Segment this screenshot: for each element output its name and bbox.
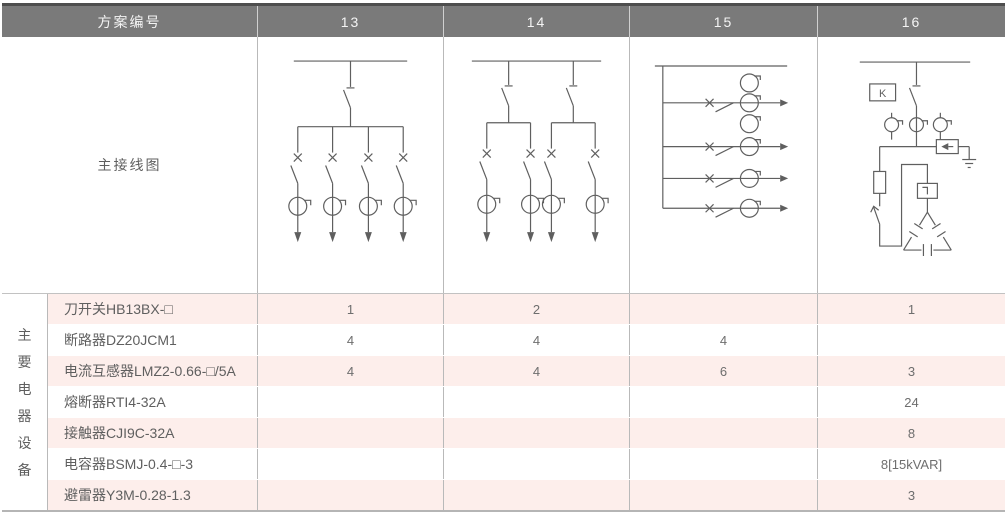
value-cell xyxy=(818,325,1005,355)
value-cell xyxy=(444,449,630,479)
feeder-branch xyxy=(477,122,501,243)
value-cell: 24 xyxy=(904,394,919,410)
wiring-diagram-scheme-13 xyxy=(258,37,444,293)
relay-k-box xyxy=(869,83,897,102)
table-row-contactor: 接触器CJI9C-32A 8 xyxy=(48,418,1005,449)
equipment-group-label: 主 要 电 器 设 备 xyxy=(2,294,48,510)
equipment-name: 熔断器RTI4-32A xyxy=(48,387,258,417)
value-cell xyxy=(630,294,818,324)
value-cell xyxy=(630,387,818,417)
fuse-symbol xyxy=(873,170,887,194)
wiring-diagram-scheme-16: K xyxy=(818,37,1005,293)
table-row-circuit-breaker: 断路器DZ20JCM1 4 4 4 xyxy=(48,325,1005,356)
value-cell: 2 xyxy=(444,294,630,324)
table-header-row: 方案编号 13 14 15 16 xyxy=(2,3,1005,37)
value-cell: 4 xyxy=(444,325,630,355)
feeder-branch xyxy=(662,198,789,218)
value-cell xyxy=(258,480,444,510)
delta-capacitor-bank xyxy=(903,211,952,257)
feeder-branch xyxy=(288,126,312,243)
equipment-name: 电流互感器LMZ2-0.66-□/5A xyxy=(48,356,258,386)
group-char: 器 xyxy=(17,407,32,424)
value-cell: 4 xyxy=(444,356,630,386)
wiring-diagram-scheme-14 xyxy=(444,37,630,293)
value-cell xyxy=(630,449,818,479)
value-cell xyxy=(258,449,444,479)
incoming-switch xyxy=(501,61,513,123)
value-cell xyxy=(630,480,818,510)
equipment-name: 断路器DZ20JCM1 xyxy=(48,325,258,355)
value-cell: 4 xyxy=(630,325,818,355)
header-scheme-14: 14 xyxy=(444,6,630,37)
value-cell xyxy=(258,418,444,448)
group-char: 备 xyxy=(17,461,32,478)
value-cell: 3 xyxy=(907,487,916,503)
scheme-comparison-table: 方案编号 13 14 15 16 主接线图 xyxy=(2,3,1005,512)
feeder-branch xyxy=(662,168,789,188)
value-cell xyxy=(258,387,444,417)
diagram-row-label: 主接线图 xyxy=(2,37,258,293)
value-cell xyxy=(444,387,630,417)
feeder-branch xyxy=(520,122,545,243)
equipment-name: 避雷器Y3M-0.28-1.3 xyxy=(48,480,258,510)
feeder-branch xyxy=(393,126,417,243)
value-cell xyxy=(444,418,630,448)
group-char: 主 xyxy=(17,326,32,343)
table-row-surge-arrester: 避雷器Y3M-0.28-1.3 3 xyxy=(48,480,1005,510)
feeder-branch xyxy=(662,137,789,157)
group-char: 要 xyxy=(17,353,32,370)
table-row-fuse: 熔断器RTI4-32A 24 xyxy=(48,387,1005,418)
value-cell: 8[15kVAR] xyxy=(880,456,943,472)
value-cell xyxy=(444,480,630,510)
equipment-rows: 刀开关HB13BX-□ 1 2 1 断路器DZ20JCM1 4 4 4 电流互感… xyxy=(48,294,1005,510)
value-cell: 8 xyxy=(907,425,916,441)
feeder-branch xyxy=(585,122,609,243)
feeder-branch xyxy=(662,93,789,113)
value-cell: 4 xyxy=(258,325,444,355)
feeder-branch xyxy=(541,122,565,243)
equipment-name: 接触器CJI9C-32A xyxy=(48,418,258,448)
feeder-branch xyxy=(323,126,347,243)
value-cell xyxy=(630,418,818,448)
ground-symbol xyxy=(962,158,977,169)
group-char: 设 xyxy=(17,434,32,451)
table-row-capacitor: 电容器BSMJ-0.4-□-3 8[15kVAR] xyxy=(48,449,1005,480)
value-cell: 6 xyxy=(630,356,818,386)
header-scheme-15: 15 xyxy=(630,6,818,37)
feeder-branch xyxy=(358,126,382,243)
header-scheme-16: 16 xyxy=(901,13,922,30)
header-scheme-13: 13 xyxy=(258,6,444,37)
header-scheme-number-label: 方案编号 xyxy=(2,6,258,37)
wiring-diagram-scheme-15 xyxy=(630,37,818,293)
table-row-knife-switch: 刀开关HB13BX-□ 1 2 1 xyxy=(48,294,1005,325)
main-wiring-diagram-row: 主接线图 xyxy=(2,37,1005,294)
value-cell: 4 xyxy=(258,356,444,386)
relay-k-label: K xyxy=(879,88,887,100)
incoming-switch xyxy=(565,61,578,123)
value-cell: 3 xyxy=(907,363,916,379)
table-row-current-transformer: 电流互感器LMZ2-0.66-□/5A 4 4 6 3 xyxy=(48,356,1005,387)
group-char: 电 xyxy=(17,380,32,397)
value-cell: 1 xyxy=(258,294,444,324)
equipment-section: 主 要 电 器 设 备 刀开关HB13BX-□ 1 2 1 断路器DZ20JCM… xyxy=(2,294,1005,512)
value-cell: 1 xyxy=(907,301,916,317)
equipment-name: 电容器BSMJ-0.4-□-3 xyxy=(48,449,258,479)
equipment-name: 刀开关HB13BX-□ xyxy=(48,294,258,324)
